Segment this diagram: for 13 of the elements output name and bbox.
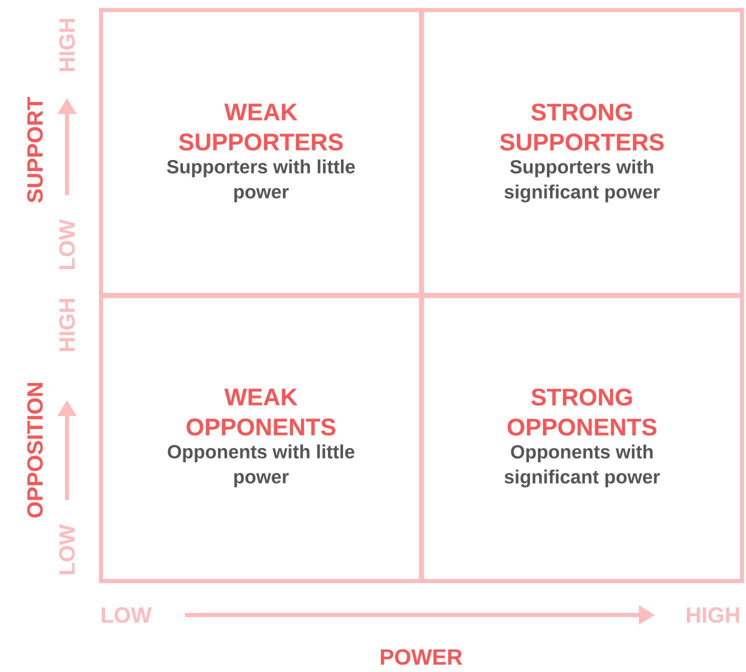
quadrant-box: STRONG SUPPORTERS Supporters with significant power (420, 8, 744, 298)
axis-level-label: LOW (59, 524, 75, 574)
axis-title: OPPOSITION (27, 383, 43, 518)
axis-level-label: HIGH (686, 607, 740, 623)
axis-level-label: HIGH (59, 298, 75, 352)
quadrant-box: WEAK OPPONENTS Opponents with little power (99, 293, 423, 583)
axis-level-label: LOW (102, 607, 152, 623)
quadrant-box: WEAK SUPPORTERS Supporters with little power (99, 8, 423, 298)
axis-level-label: LOW (59, 219, 75, 270)
quadrant-box: STRONG OPPONENTS Opponents with significant power (420, 293, 744, 583)
axis-level-label: HIGH (59, 18, 75, 72)
axis-title: POWER (380, 649, 462, 665)
axis-title: SUPPORT (27, 97, 43, 203)
